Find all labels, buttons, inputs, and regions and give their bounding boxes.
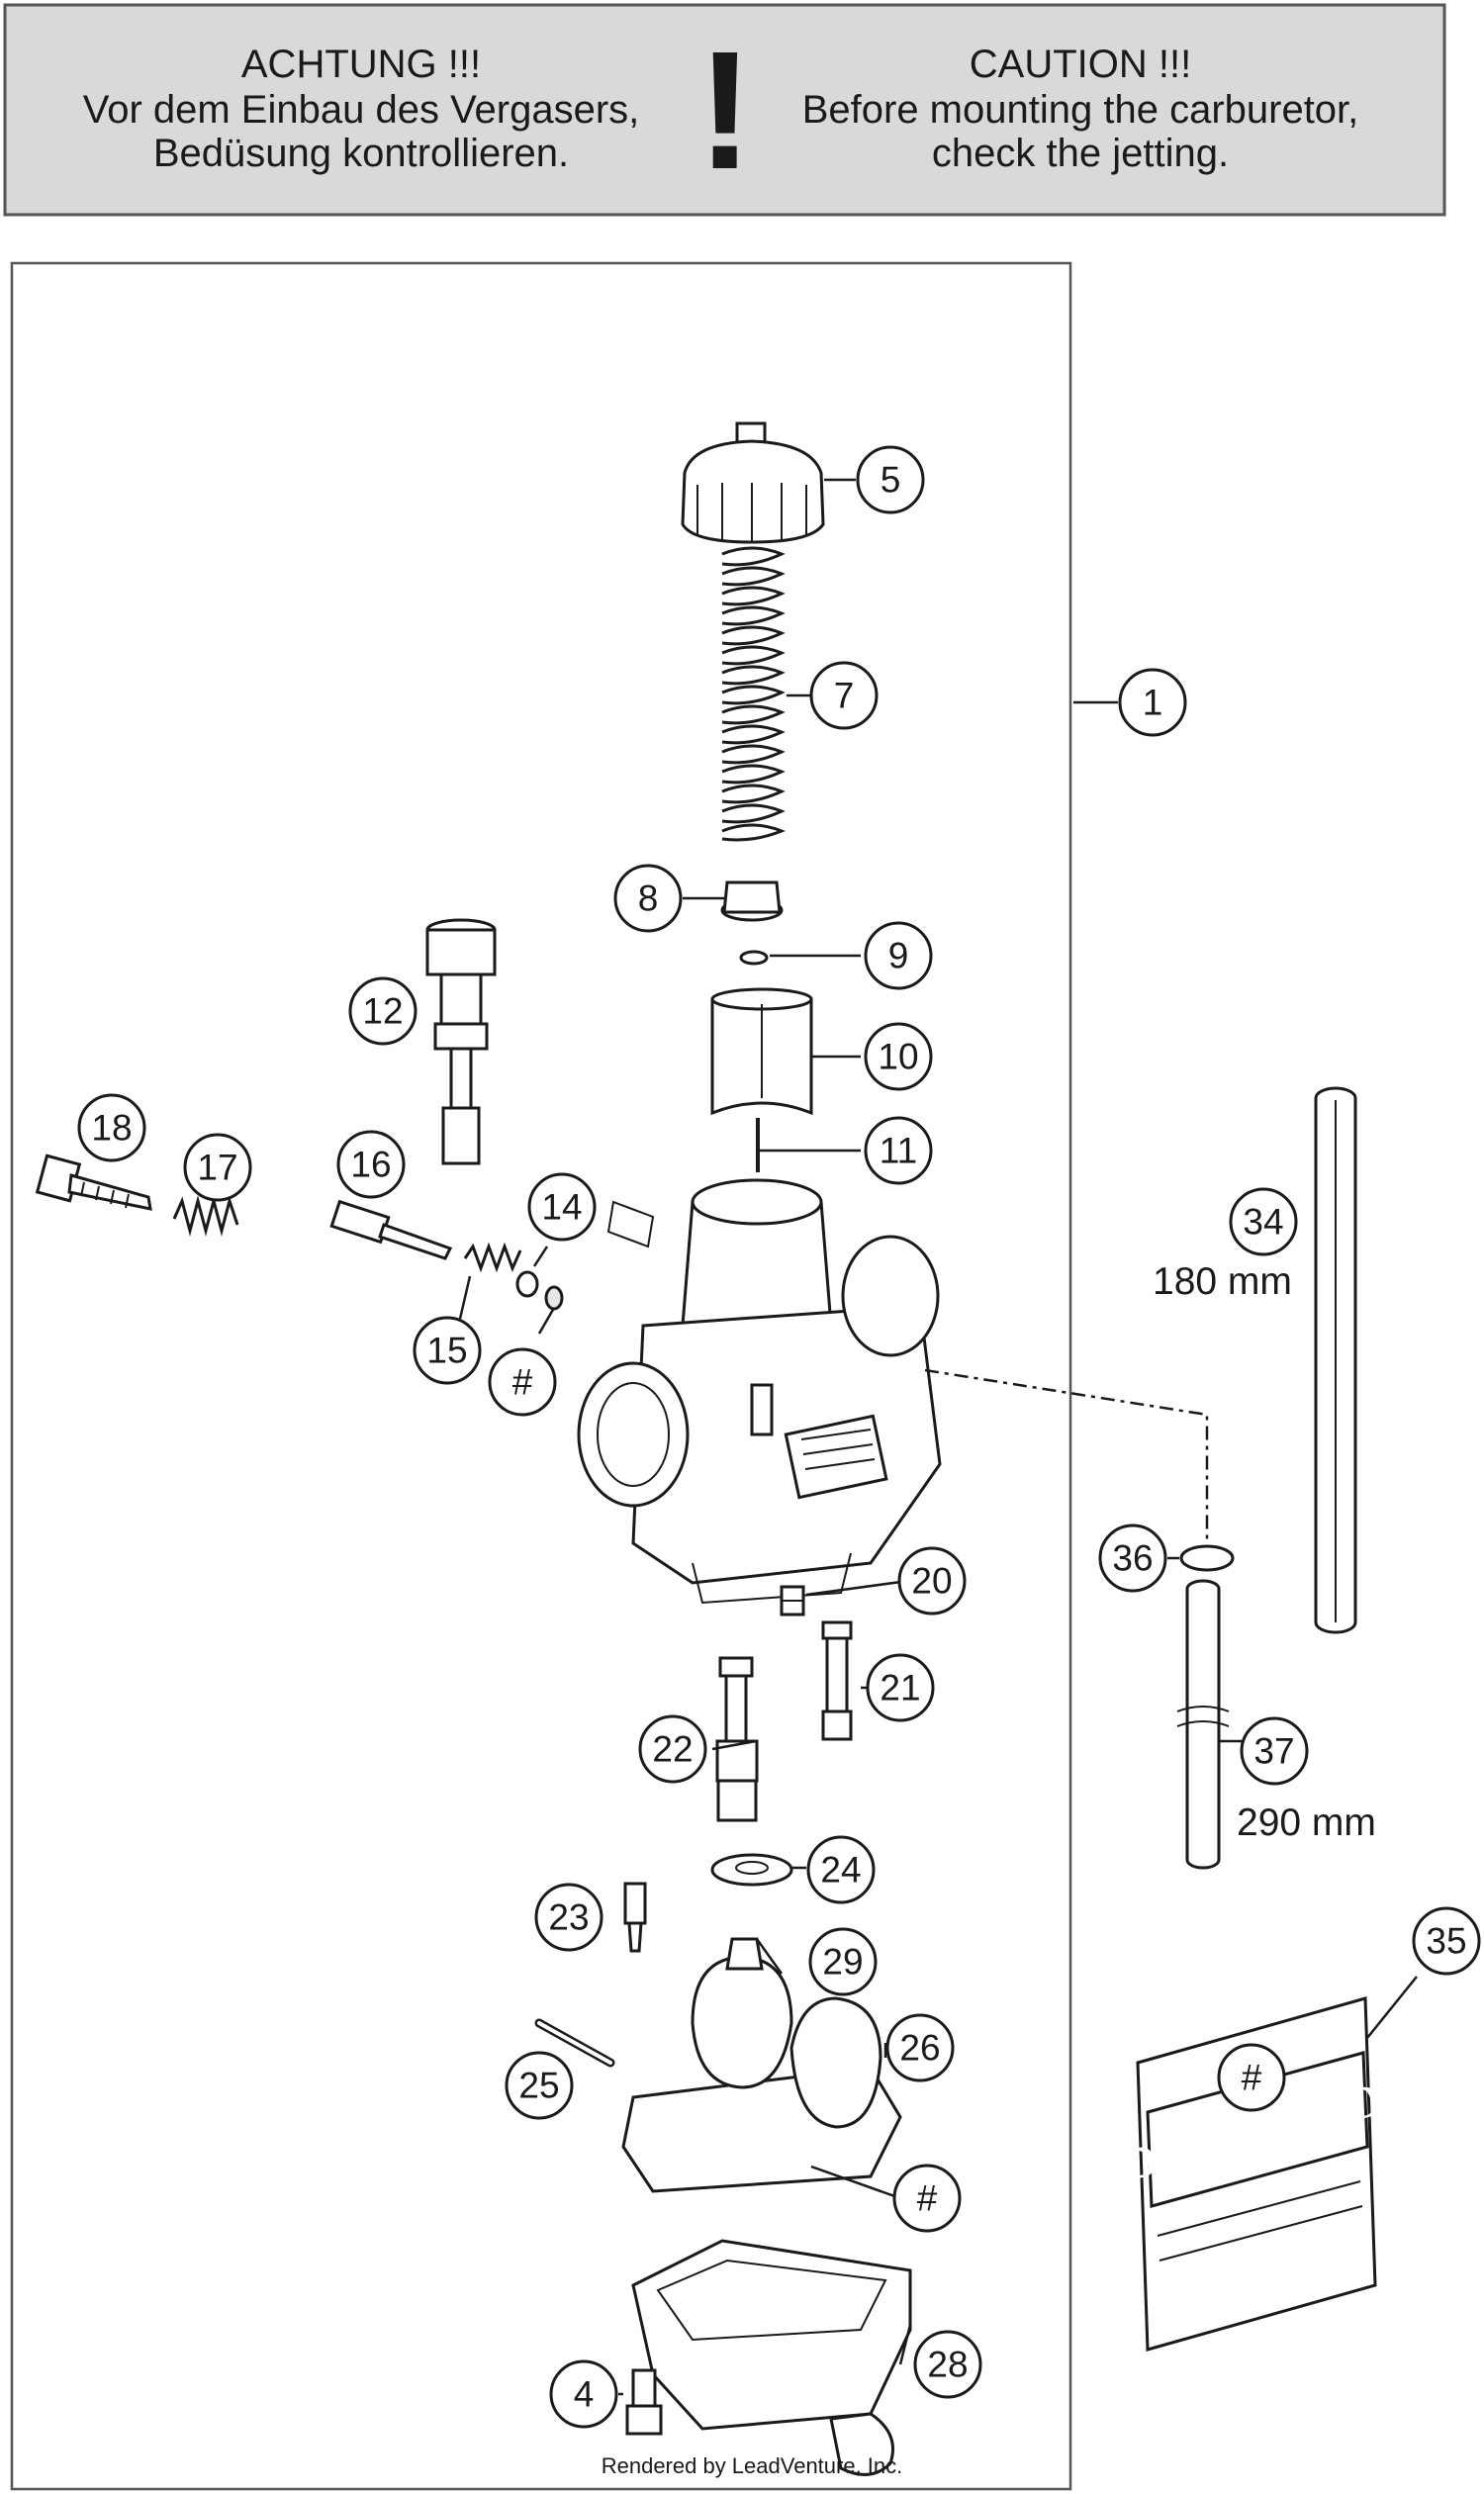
callout-7: 7 bbox=[809, 661, 879, 730]
svg-text:11: 11 bbox=[880, 1131, 917, 1171]
part-14-washer bbox=[515, 1270, 539, 1298]
svg-text:26: 26 bbox=[899, 2028, 940, 2069]
leader-lines bbox=[458, 478, 1418, 2396]
part-10-slide bbox=[710, 987, 813, 1116]
part-7-spring bbox=[721, 546, 787, 842]
svg-text:#: # bbox=[1242, 2058, 1262, 2098]
svg-text:29: 29 bbox=[822, 1942, 863, 1983]
callout-35: 35 bbox=[1412, 1906, 1481, 1976]
part-16-mixture-screw bbox=[329, 1199, 453, 1260]
callout-12: 12 bbox=[348, 976, 417, 1046]
callout-hash-oring: # bbox=[488, 1347, 557, 1417]
callout-10: 10 bbox=[864, 1022, 933, 1091]
callout-34: 34 bbox=[1229, 1187, 1298, 1256]
warning-en-line2: check the jetting. bbox=[932, 132, 1229, 175]
part-36-oring bbox=[1179, 1544, 1235, 1572]
part-21-needle-jet bbox=[821, 1620, 853, 1741]
callout-21: 21 bbox=[866, 1653, 935, 1722]
svg-text:15: 15 bbox=[426, 1331, 467, 1371]
callout-8: 8 bbox=[613, 864, 683, 933]
svg-text:4: 4 bbox=[574, 2374, 595, 2415]
svg-text:12: 12 bbox=[362, 991, 403, 1032]
callout-5: 5 bbox=[856, 445, 925, 514]
callout-37: 37 bbox=[1240, 1716, 1309, 1786]
part-37-hose bbox=[1176, 1579, 1230, 1870]
callout-22: 22 bbox=[638, 1714, 707, 1784]
callout-4: 4 bbox=[549, 2359, 618, 2429]
part-5-cap bbox=[681, 421, 825, 544]
svg-text:1: 1 bbox=[1143, 683, 1163, 723]
part-15-spring bbox=[463, 1242, 522, 1273]
svg-text:23: 23 bbox=[548, 1897, 589, 1938]
svg-text:7: 7 bbox=[834, 676, 855, 716]
svg-text:22: 22 bbox=[652, 1729, 693, 1770]
part-18-stop-screw bbox=[35, 1154, 152, 1211]
svg-text:37: 37 bbox=[1253, 1731, 1294, 1772]
svg-text:20: 20 bbox=[911, 1561, 952, 1602]
hose-34-length: 180 mm bbox=[1153, 1260, 1292, 1303]
svg-text:8: 8 bbox=[638, 878, 659, 919]
warning-banner: ACHTUNG !!! Vor dem Einbau des Vergasers… bbox=[3, 3, 1446, 217]
hose-37-length: 290 mm bbox=[1237, 1801, 1376, 1844]
svg-text:25: 25 bbox=[518, 2066, 559, 2106]
part-8-retainer bbox=[720, 880, 784, 922]
svg-text:#: # bbox=[917, 2178, 938, 2219]
part-9-clip bbox=[739, 950, 769, 966]
part-17-spring bbox=[172, 1195, 239, 1237]
svg-text:28: 28 bbox=[927, 2345, 968, 2385]
svg-text:#: # bbox=[512, 1362, 533, 1403]
callout-11: 11 bbox=[864, 1116, 933, 1185]
part-34-hose bbox=[1314, 1086, 1357, 1634]
callout-18: 18 bbox=[77, 1093, 146, 1162]
svg-text:14: 14 bbox=[541, 1187, 582, 1228]
callout-24: 24 bbox=[806, 1835, 876, 1904]
part-28-float-bowl bbox=[631, 2239, 912, 2476]
svg-text:5: 5 bbox=[881, 460, 901, 501]
svg-text:36: 36 bbox=[1112, 1538, 1153, 1579]
callout-hash-package: # bbox=[1217, 2043, 1286, 2112]
svg-text:16: 16 bbox=[350, 1145, 391, 1185]
carburetor-body bbox=[577, 1178, 942, 1605]
callout-17: 17 bbox=[183, 1133, 252, 1202]
part-26-float bbox=[621, 1937, 902, 2193]
callout-36: 36 bbox=[1098, 1524, 1167, 1593]
callout-20: 20 bbox=[897, 1546, 967, 1616]
callout-1: 1 bbox=[1118, 668, 1187, 737]
callout-23: 23 bbox=[534, 1883, 603, 1952]
part-20-fitting bbox=[780, 1585, 805, 1616]
render-credit: Rendered by LeadVenture, Inc. bbox=[602, 2453, 903, 2478]
part-24-washer bbox=[710, 1853, 793, 1887]
svg-text:9: 9 bbox=[888, 936, 909, 976]
callout-28: 28 bbox=[913, 2330, 982, 2399]
part-22-atomizer bbox=[715, 1656, 759, 1822]
svg-text:18: 18 bbox=[91, 1108, 132, 1149]
part-12-choke-plunger bbox=[425, 918, 497, 1165]
callout-14: 14 bbox=[527, 1172, 597, 1242]
svg-text:10: 10 bbox=[878, 1037, 918, 1077]
callout-9: 9 bbox=[864, 921, 933, 990]
warning-de-line2: Bedüsung kontrollieren. bbox=[153, 132, 569, 175]
svg-text:24: 24 bbox=[820, 1850, 861, 1891]
callout-25: 25 bbox=[505, 2051, 574, 2120]
callout-16: 16 bbox=[336, 1130, 406, 1199]
svg-text:35: 35 bbox=[1426, 1921, 1466, 1962]
part-oring-hash bbox=[544, 1285, 564, 1311]
part-4-drain-screw bbox=[625, 2368, 663, 2436]
part-35-jet-package: DEL LORTO CARBURATORI bbox=[1118, 1996, 1387, 2352]
svg-text:21: 21 bbox=[880, 1668, 920, 1709]
warning-en-title: CAUTION !!! bbox=[970, 43, 1191, 86]
svg-text:17: 17 bbox=[197, 1148, 237, 1188]
svg-text:34: 34 bbox=[1243, 1202, 1283, 1243]
warning-de-title: ACHTUNG !!! bbox=[241, 43, 481, 86]
callout-hash-gasket: # bbox=[892, 2164, 962, 2233]
callout-15: 15 bbox=[413, 1316, 482, 1385]
callout-26: 26 bbox=[885, 2013, 955, 2082]
part-23-float-needle bbox=[623, 1882, 647, 1953]
assembly-frame bbox=[10, 261, 1072, 2491]
warning-exclamation-mark: ! bbox=[697, 17, 754, 205]
warning-de-line1: Vor dem Einbau des Vergasers, bbox=[83, 88, 640, 132]
warning-en-line1: Before mounting the carburetor, bbox=[802, 88, 1359, 132]
callout-29: 29 bbox=[808, 1927, 878, 1996]
